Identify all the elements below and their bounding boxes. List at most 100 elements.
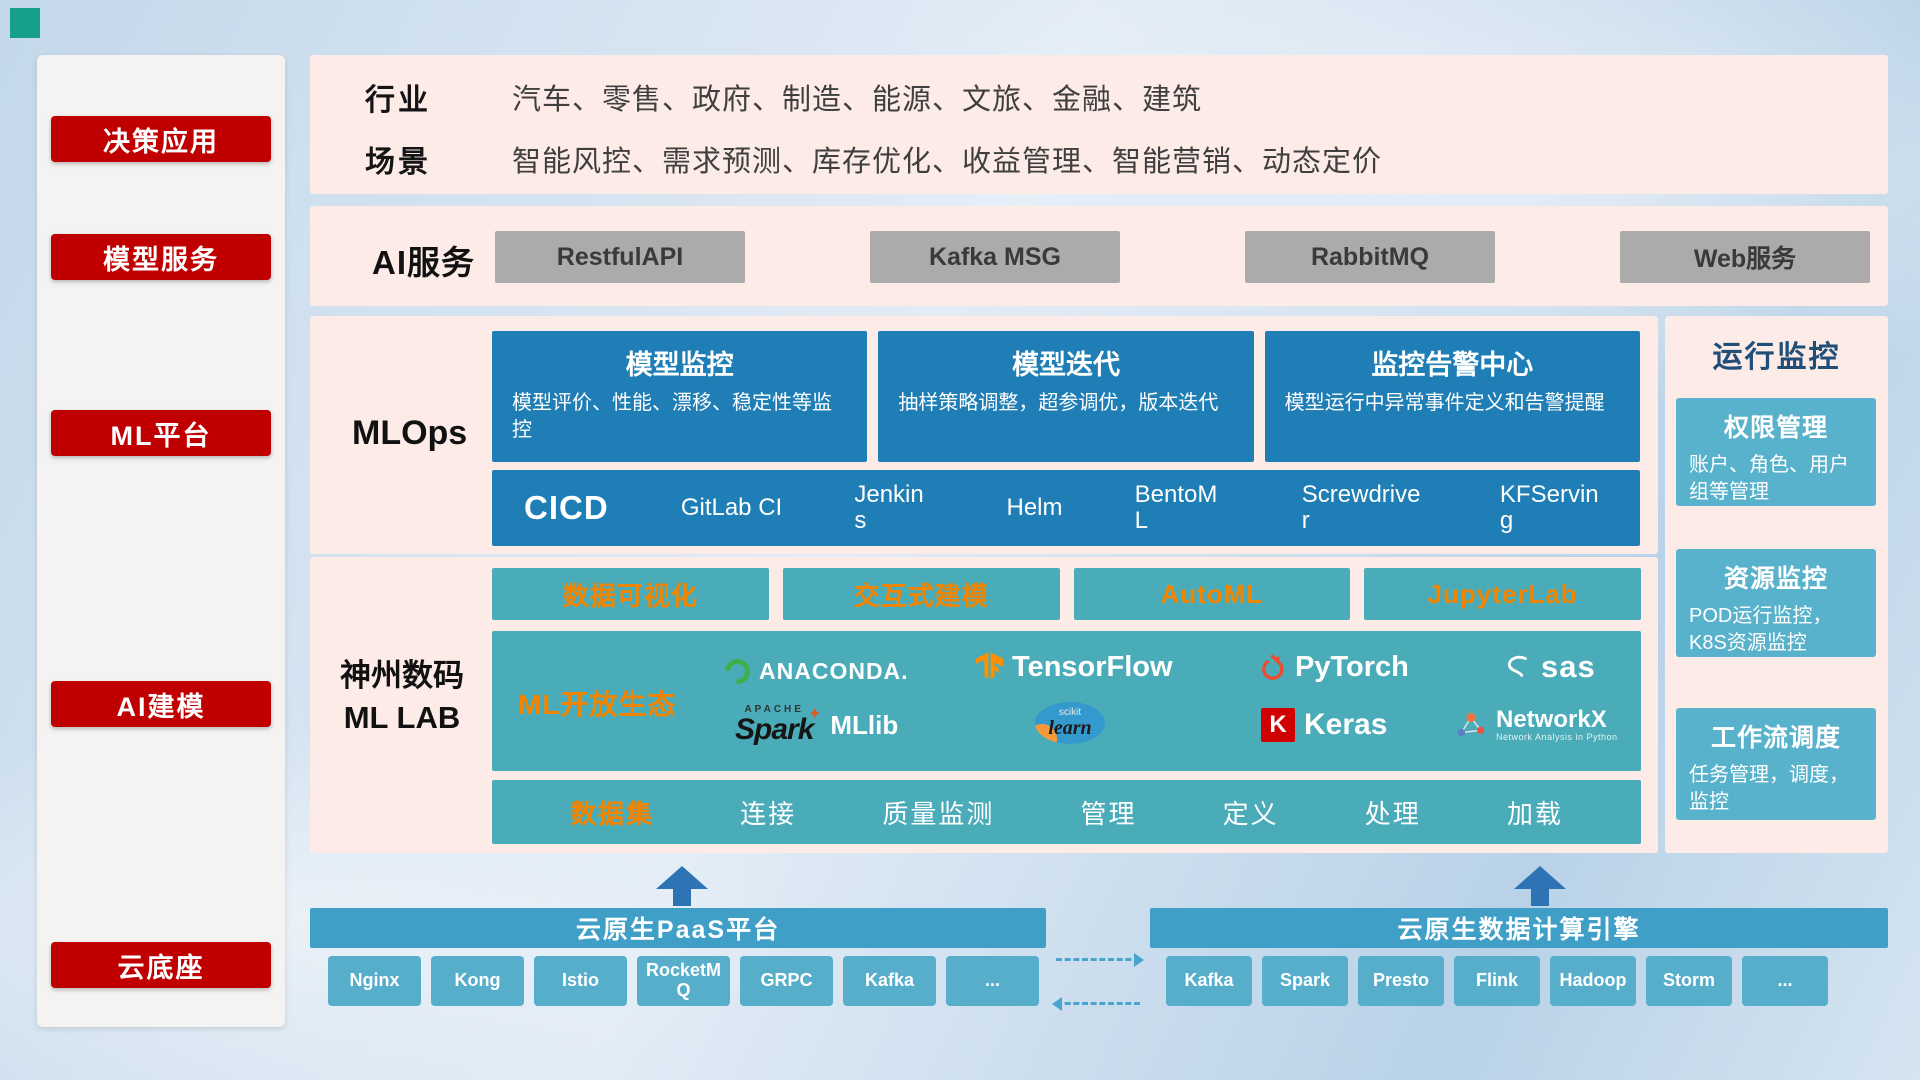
scikit-learn-logo: scikit learn — [1035, 701, 1105, 745]
card-title: 权限管理 — [1723, 414, 1828, 442]
card-desc: 抽样策略调整，超参调优，版本迭代 — [898, 392, 1219, 414]
data-engine-bar: 云原生数据计算引擎 — [1150, 908, 1888, 948]
tool-helm: Helm — [1006, 494, 1063, 522]
cicd-label: CICD — [524, 489, 609, 526]
pytorch-logo: PyTorch — [1259, 645, 1409, 689]
mlops-panel: MLOps 模型监控 模型评价、性能、漂移、稳定性等监控 模型迭代 抽样策略调整… — [310, 316, 1658, 554]
runtime-monitoring-title: 运行监控 — [1712, 341, 1841, 374]
paas-up-arrow — [656, 866, 708, 906]
keras-logo: K Keras — [1261, 703, 1387, 747]
sidebar-item-decision-apps[interactable]: 决策应用 — [51, 116, 271, 162]
chip-kafka[interactable]: Kafka — [843, 956, 936, 1006]
ai-service-label: AI服务 — [372, 244, 475, 281]
chip-grpc[interactable]: GRPC — [740, 956, 833, 1006]
sidebar-item-model-service[interactable]: 模型服务 — [51, 234, 271, 280]
service-web-button[interactable]: Web服务 — [1620, 231, 1870, 283]
tool-kfserving: KFServing — [1499, 481, 1599, 534]
scenario-label: 场景 — [365, 146, 431, 179]
card-desc: POD运行监控，K8S资源监控 — [1689, 605, 1833, 654]
sidebar-item-ai-modeling[interactable]: AI建模 — [51, 681, 271, 727]
spark-wordmark: Spark — [735, 713, 814, 746]
resource-monitoring-card: 资源监控 POD运行监控，K8S资源监控 — [1676, 549, 1876, 657]
sidebar-item-ml-platform[interactable]: ML平台 — [51, 410, 271, 456]
layer-nav-sidebar: 决策应用 模型服务 ML平台 AI建模 云底座 — [37, 55, 285, 1027]
chip-nginx[interactable]: Nginx — [328, 956, 421, 1006]
card-desc: 任务管理，调度，监控 — [1689, 764, 1849, 813]
dataflow-arrow-right — [1056, 953, 1144, 967]
card-title: 模型迭代 — [1011, 350, 1120, 380]
dataset-quality: 质量监测 — [882, 798, 995, 829]
dataset-bar: 数据集 连接 质量监测 管理 定义 处理 加载 — [492, 780, 1641, 844]
interactive-modeling-button[interactable]: 交互式建模 — [782, 568, 1060, 620]
sas-logo: sas — [1504, 645, 1596, 689]
mllib-wordmark: MLlib — [830, 709, 899, 740]
paas-platform-bar: 云原生PaaS平台 — [310, 908, 1046, 948]
spark-icon: APACHE Spark ✦ — [735, 704, 821, 746]
paas-platform-title: 云原生PaaS平台 — [575, 916, 781, 944]
corner-accent — [10, 8, 40, 38]
scikit-learn-icon: scikit learn — [1035, 702, 1105, 744]
industry-scenario-panel: 行业 汽车、零售、政府、制造、能源、文旅、金融、建筑 场景 智能风控、需求预测、… — [310, 55, 1888, 194]
chip-istio[interactable]: Istio — [534, 956, 627, 1006]
scenario-list: 智能风控、需求预测、库存优化、收益管理、智能营销、动态定价 — [512, 146, 1383, 178]
chip-spark[interactable]: Spark — [1262, 956, 1348, 1006]
service-restfulapi-button[interactable]: RestfulAPI — [495, 231, 745, 283]
service-rabbitmq-button[interactable]: RabbitMQ — [1245, 231, 1495, 283]
spark-apache-text: APACHE — [744, 704, 804, 715]
chip-more[interactable]: ... — [946, 956, 1039, 1006]
ml-ecosystem-box: ML开放生态 ANACONDA. TensorFlow PyTorch sas — [492, 631, 1641, 771]
chip-kafka2[interactable]: Kafka — [1166, 956, 1252, 1006]
chip-kong[interactable]: Kong — [431, 956, 524, 1006]
permission-management-card: 权限管理 账户、角色、用户组等管理 — [1676, 398, 1876, 506]
model-iteration-card: 模型迭代 抽样策略调整，超参调优，版本迭代 — [878, 331, 1254, 462]
industry-label: 行业 — [365, 84, 431, 117]
sas-wordmark: sas — [1541, 649, 1596, 684]
dataset-manage: 管理 — [1080, 798, 1137, 829]
sas-icon — [1508, 655, 1527, 677]
ml-lab-label: 神州数码 ML LAB — [318, 655, 486, 739]
chip-hadoop[interactable]: Hadoop — [1550, 956, 1636, 1006]
dataset-label: 数据集 — [570, 798, 655, 829]
paas-components: Nginx Kong Istio RocketMQ GRPC Kafka ... — [328, 956, 1039, 1006]
learn-text: learn — [1048, 717, 1092, 739]
sidebar-item-cloud-base[interactable]: 云底座 — [51, 942, 271, 988]
anaconda-wordmark: ANACONDA. — [759, 657, 909, 684]
ml-lab-label-line2: ML LAB — [343, 699, 461, 735]
ml-lab-feature-buttons: 数据可视化 交互式建模 AutoML JupyterLab — [492, 568, 1641, 620]
spark-star-icon: ✦ — [807, 706, 822, 723]
dataset-define: 定义 — [1222, 798, 1279, 829]
chip-rocketmq[interactable]: RocketMQ — [637, 956, 730, 1006]
chip-flink[interactable]: Flink — [1454, 956, 1540, 1006]
tool-gitlab-ci: GitLab CI — [680, 494, 783, 522]
data-visualization-button[interactable]: 数据可视化 — [492, 568, 769, 620]
chip-presto[interactable]: Presto — [1358, 956, 1444, 1006]
networkx-logo: NetworkX Network Analysis in Python — [1455, 703, 1618, 747]
workflow-scheduling-card: 工作流调度 任务管理，调度，监控 — [1676, 708, 1876, 820]
card-title: 资源监控 — [1723, 565, 1828, 593]
card-desc: 账户、角色、用户组等管理 — [1689, 454, 1849, 503]
pytorch-wordmark: PyTorch — [1295, 650, 1409, 683]
jupyterlab-button[interactable]: JupyterLab — [1364, 568, 1641, 620]
alert-center-card: 监控告警中心 模型运行中异常事件定义和告警提醒 — [1264, 331, 1640, 462]
card-desc: 模型评价、性能、漂移、稳定性等监控 — [512, 392, 832, 441]
industry-list: 汽车、零售、政府、制造、能源、文旅、金融、建筑 — [512, 84, 1203, 116]
model-monitoring-card: 模型监控 模型评价、性能、漂移、稳定性等监控 — [492, 331, 868, 462]
tensorflow-icon — [976, 652, 1003, 680]
engine-components: Kafka Spark Presto Flink Hadoop Storm ..… — [1166, 956, 1828, 1006]
chip-storm[interactable]: Storm — [1646, 956, 1732, 1006]
automl-button[interactable]: AutoML — [1073, 568, 1351, 620]
networkx-wordmark: NetworkX — [1496, 705, 1607, 733]
networkx-tagline: Network Analysis in Python — [1496, 732, 1618, 743]
tensorflow-wordmark: TensorFlow — [1012, 650, 1173, 683]
tool-jenkins: Jenkins — [854, 481, 924, 534]
networkx-icon — [1457, 713, 1485, 737]
dataset-load: 加载 — [1506, 798, 1563, 829]
anaconda-logo: ANACONDA. — [719, 649, 909, 693]
dataset-process: 处理 — [1364, 798, 1421, 829]
card-desc: 模型运行中异常事件定义和告警提醒 — [1284, 392, 1605, 414]
mlops-cards: 模型监控 模型评价、性能、漂移、稳定性等监控 模型迭代 抽样策略调整，超参调优，… — [492, 331, 1640, 462]
keras-icon: K — [1261, 708, 1295, 742]
service-kafka-msg-button[interactable]: Kafka MSG — [870, 231, 1120, 283]
chip-more2[interactable]: ... — [1742, 956, 1828, 1006]
ml-lab-panel: 神州数码 ML LAB 数据可视化 交互式建模 AutoML JupyterLa… — [310, 557, 1658, 853]
